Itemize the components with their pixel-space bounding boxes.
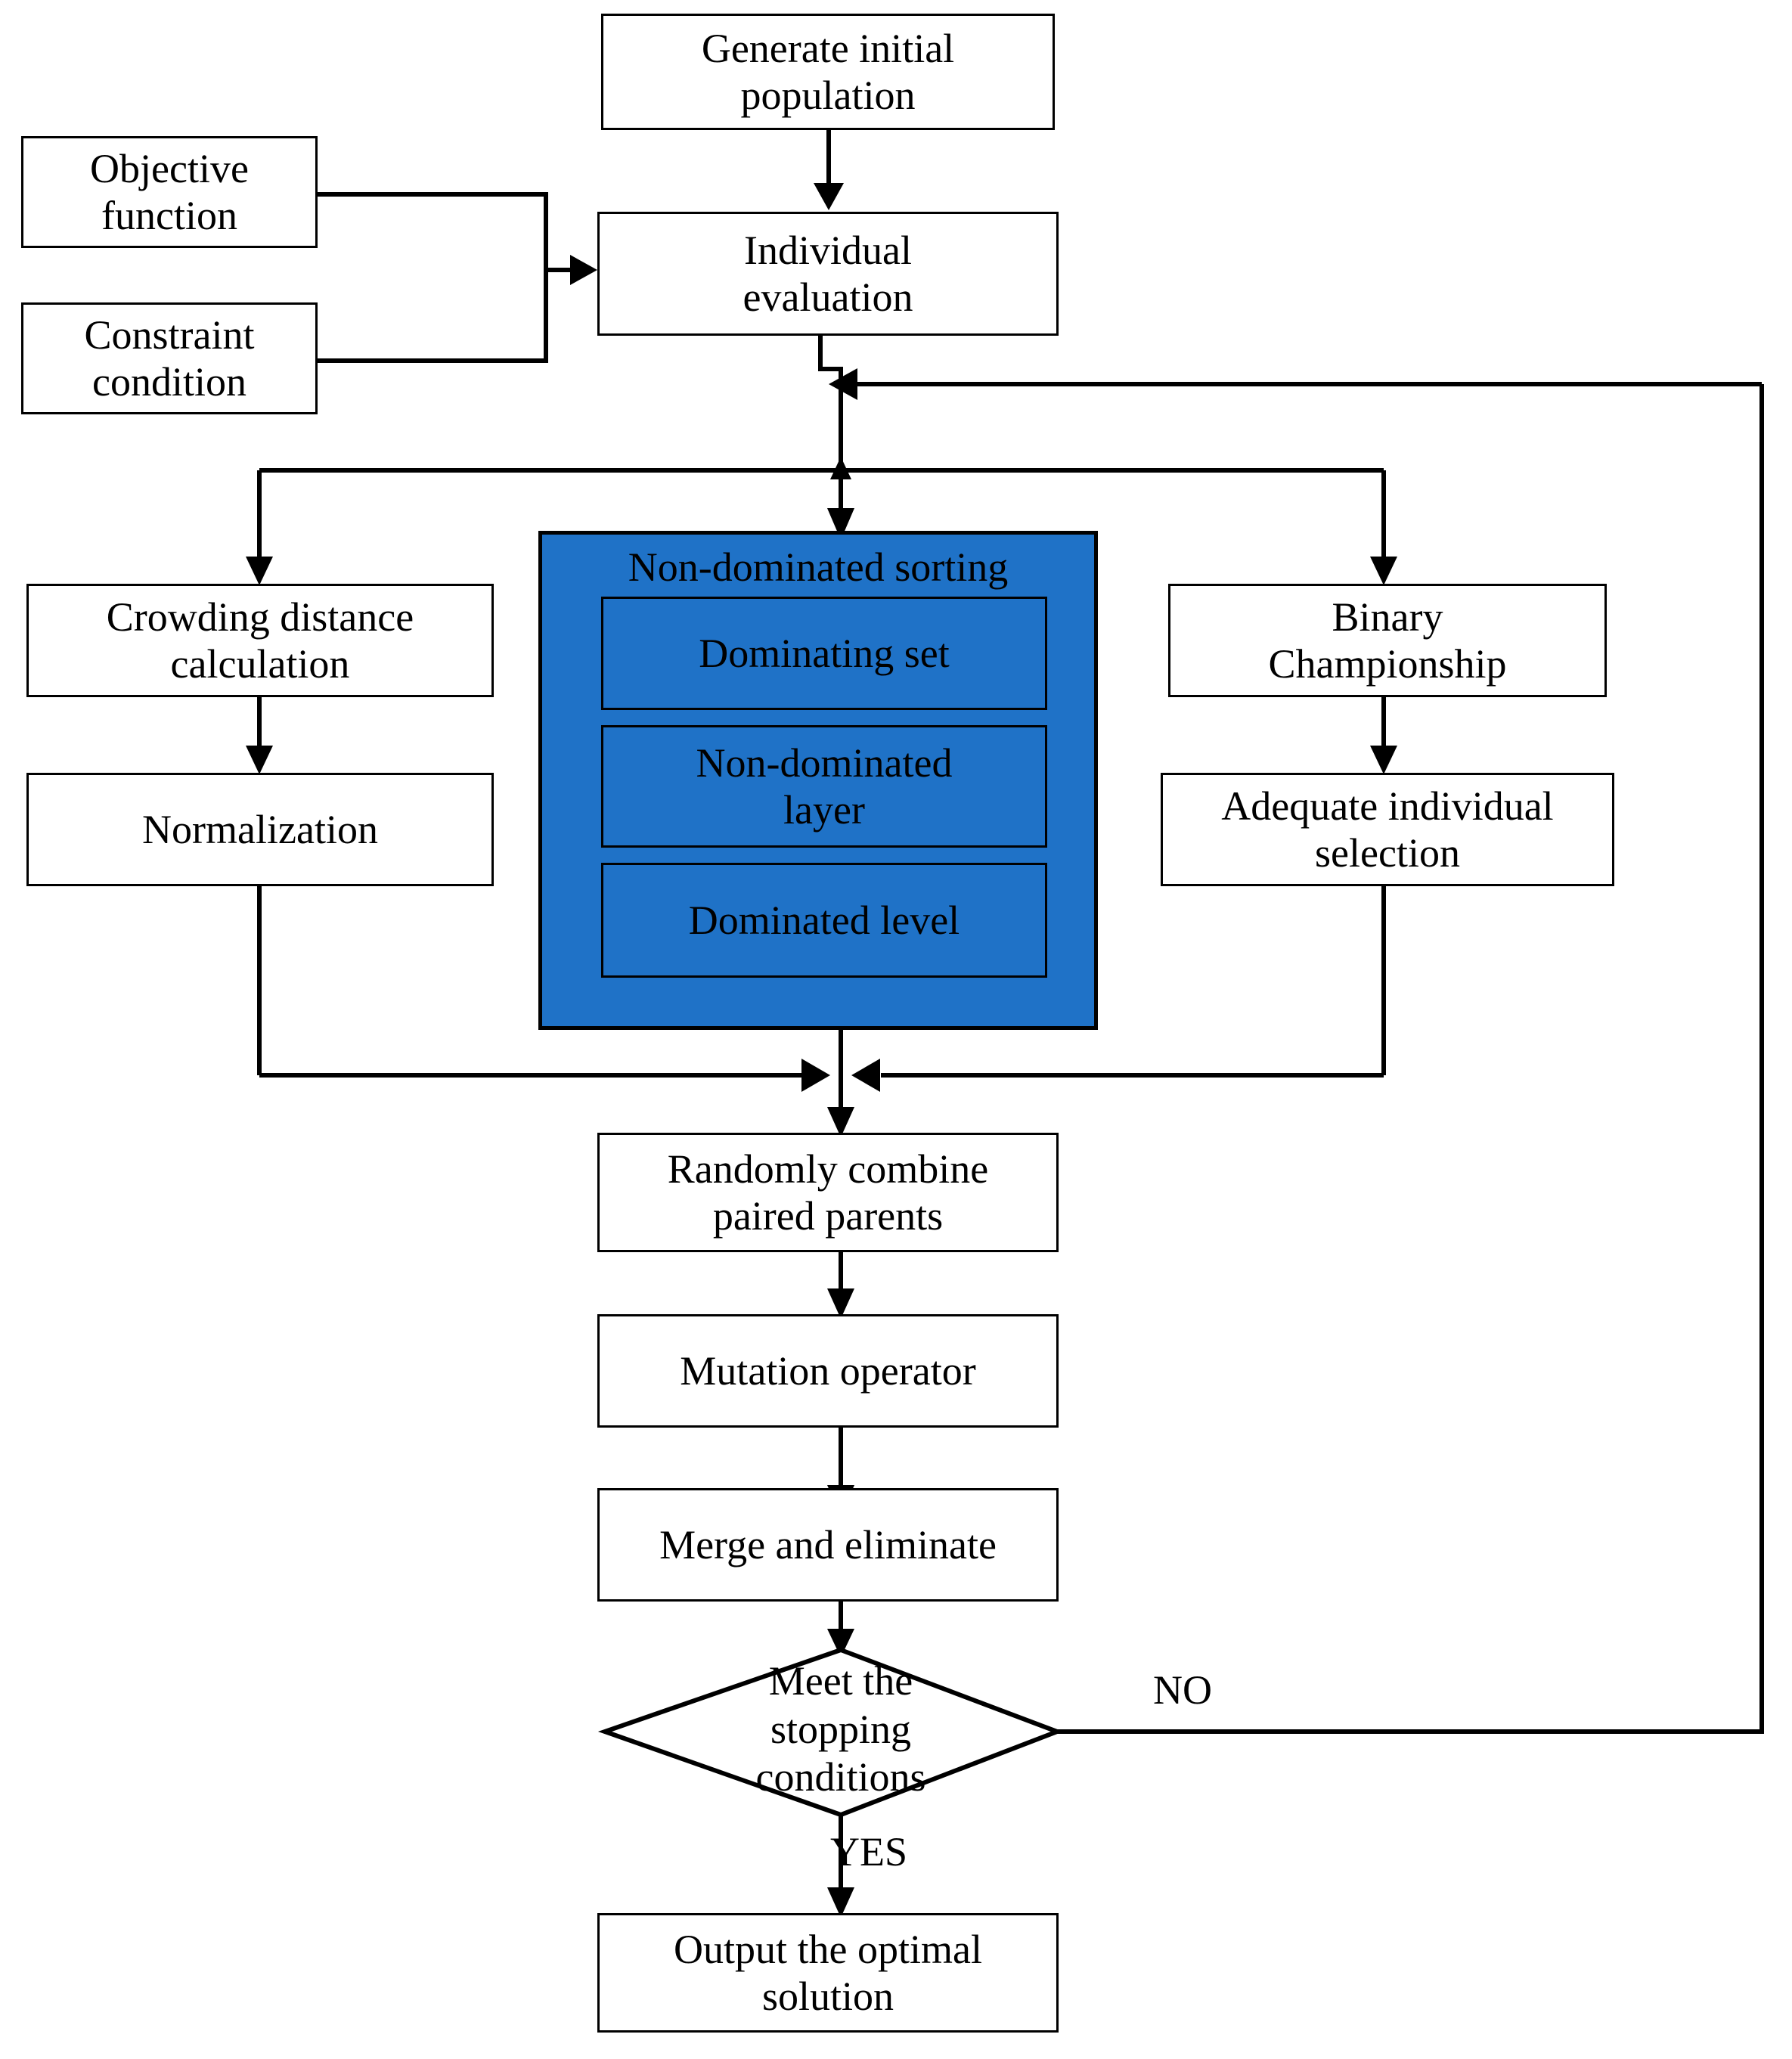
- node-label: Merge and eliminate: [659, 1521, 997, 1568]
- edge-inputs-bracket: [318, 192, 548, 363]
- node-label: Constraint condition: [84, 312, 255, 405]
- arrowhead-into-randomly: [827, 1107, 854, 1137]
- arrowhead-inputs-into-evaluation: [570, 255, 597, 285]
- node-label: Dominated level: [688, 897, 960, 943]
- node-label: Output the optimal solution: [674, 1926, 982, 2019]
- node-objective-function[interactable]: Objective function: [21, 136, 318, 248]
- arrowhead-into-mutation: [827, 1288, 854, 1319]
- arrowheads: [246, 183, 1397, 1918]
- node-crowding-distance-calculation[interactable]: Crowding distance calculation: [26, 584, 494, 697]
- arrowhead-merge-from-right: [851, 1059, 880, 1092]
- node-label: Randomly combine paired parents: [667, 1146, 989, 1239]
- arrowhead-into-normalization: [246, 746, 273, 774]
- node-label: Crowding distance calculation: [106, 594, 414, 687]
- node-label: Objective function: [90, 145, 249, 238]
- node-normalization[interactable]: Normalization: [26, 773, 494, 886]
- arrowhead-into-evaluation: [814, 183, 844, 210]
- decision-label: Meet the stopping conditions: [755, 1658, 926, 1800]
- arrowhead-into-blue: [827, 508, 854, 540]
- node-label: Dominating set: [699, 630, 950, 676]
- arrowhead-bar-nub: [830, 457, 851, 479]
- node-generate-initial-population[interactable]: Generate initial population: [601, 14, 1055, 130]
- edge-label-yes: YES: [830, 1829, 908, 1874]
- node-label: Normalization: [142, 806, 378, 852]
- node-label: Adequate individual selection: [1221, 783, 1554, 876]
- node-label: Mutation operator: [680, 1347, 976, 1394]
- non-dominated-sorting-title: Non-dominated sorting: [628, 544, 1009, 590]
- node-output-the-optimal-solution[interactable]: Output the optimal solution: [597, 1913, 1059, 2033]
- node-non-dominated-layer[interactable]: Non-dominated layer: [601, 725, 1047, 848]
- node-label: Non-dominated layer: [696, 740, 953, 833]
- arrowhead-into-output: [827, 1887, 854, 1918]
- arrowhead-into-decision: [827, 1629, 854, 1657]
- arrowhead-merge-from-left: [801, 1059, 830, 1092]
- edge-label-no: NO: [1153, 1667, 1212, 1713]
- node-mutation-operator[interactable]: Mutation operator: [597, 1314, 1059, 1428]
- node-non-dominated-sorting[interactable]: Non-dominated sorting Dominating set Non…: [538, 531, 1098, 1030]
- edge-decision-no-branch: [1057, 384, 1764, 1734]
- node-dominating-set[interactable]: Dominating set: [601, 597, 1047, 710]
- node-merge-and-eliminate[interactable]: Merge and eliminate: [597, 1488, 1059, 1602]
- node-binary-championship[interactable]: Binary Championship: [1168, 584, 1607, 697]
- arrowhead-into-crowding: [246, 557, 273, 585]
- node-label: Binary Championship: [1268, 594, 1507, 687]
- node-label: Individual evaluation: [743, 227, 913, 320]
- node-label: Generate initial population: [701, 25, 955, 118]
- decision-diamond: [597, 1647, 1064, 1818]
- arrowhead-into-adequate: [1370, 746, 1397, 774]
- arrowhead-feedback-into-stem: [829, 368, 857, 400]
- arrowhead-into-binary: [1370, 557, 1397, 585]
- node-randomly-combine-paired-parents[interactable]: Randomly combine paired parents: [597, 1133, 1059, 1252]
- node-constraint-condition[interactable]: Constraint condition: [21, 302, 318, 414]
- node-dominated-level[interactable]: Dominated level: [601, 863, 1047, 978]
- edge-evaluation-down: [818, 336, 843, 470]
- node-adequate-individual-selection[interactable]: Adequate individual selection: [1161, 773, 1614, 886]
- node-individual-evaluation[interactable]: Individual evaluation: [597, 212, 1059, 336]
